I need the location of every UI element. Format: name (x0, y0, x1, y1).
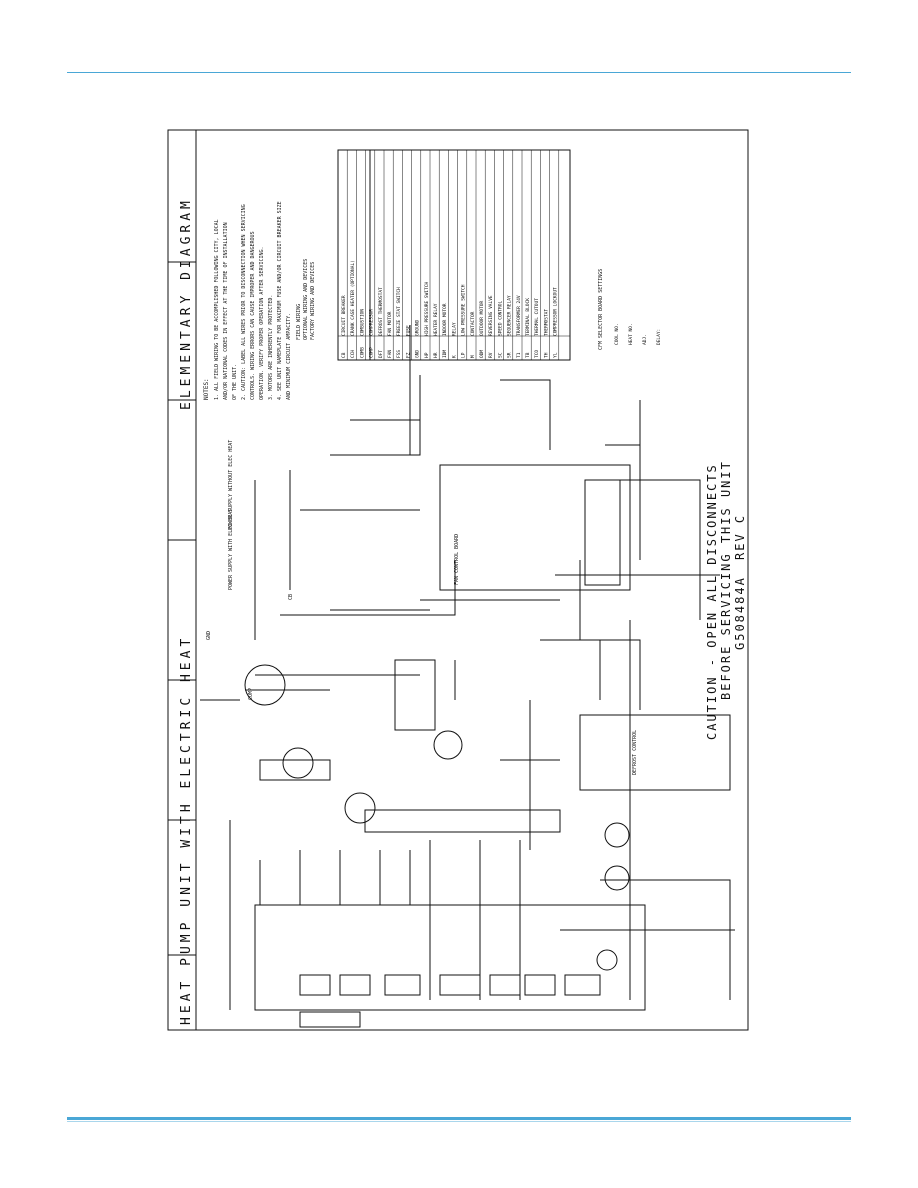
footer-rule-light (67, 1121, 851, 1122)
legend-description: COMPRESSOR (369, 309, 375, 336)
legend-code: FSS (396, 350, 402, 358)
diagram-border (167, 129, 749, 1031)
legend-description: THERMOSTAT (543, 309, 549, 336)
legend-code: IDM (442, 350, 448, 358)
legend-code: COMP (369, 347, 375, 358)
legend-code: CCH (350, 350, 356, 358)
legend-code: LP (461, 352, 467, 358)
legend-description: CONTACTOR (470, 311, 476, 336)
title-right: ELEMENTARY DIAGRAM (179, 197, 194, 410)
legend-description: CIRCUIT BREAKER (341, 295, 347, 336)
label-gnd: GND (206, 631, 212, 640)
note-line: OPERATION. VERIFY PROPER OPERATION AFTER… (259, 246, 265, 400)
note-line: 4. SEE UNIT NAMEPLATE FOR MAXIMUM FUSE A… (277, 201, 283, 400)
part-number: G508484A (733, 576, 747, 650)
legend-description: OUTDOOR MOTOR (479, 300, 485, 336)
legend-description: THERMAL CUTOUT (534, 298, 540, 336)
caution-line-2: BEFORE SERVICING THIS UNIT (719, 460, 733, 700)
legend-description: FUSE (405, 325, 411, 336)
legend-code: TCO (534, 350, 540, 358)
note-line: AND MINIMUM CIRCUIT AMPACITY. (286, 313, 292, 400)
legend-code: ODM (479, 350, 485, 358)
legend-code: GND (415, 350, 421, 358)
legend-description: SEQUENCER RELAY (507, 295, 513, 336)
legend-description: SPEED CONTROL (497, 300, 503, 336)
legend-table: CB CIRCUIT BREAKER CCH CRANK CASE HEATER (O… (341, 260, 559, 358)
label-cb: CB (288, 594, 294, 600)
legend-code: HP (424, 352, 430, 358)
legend-description: REVERSING VALVE (488, 295, 494, 336)
legend-description: COMBUSTION (359, 309, 365, 336)
caution-line-1: CAUTION - OPEN ALL DISCONNECTS (705, 463, 719, 740)
wiring-legend-line: FIELD WIRING (296, 304, 302, 340)
legend-description: GROUND (415, 319, 421, 336)
legend-code: FZ (405, 352, 411, 358)
note-line: CONTROLS. WIRING ERRORS CAN CAUSE IMPROP… (250, 231, 256, 400)
legend-description: TERMINAL BLOCK (525, 298, 531, 336)
legend-description: FAN MOTOR (387, 311, 393, 336)
footer-rule (67, 1117, 851, 1120)
legend-description: HIGH PRESSURE SWITCH (424, 282, 430, 336)
cfm-settings: COOL NO. HEAT NO. ADJ. DELAY: (614, 323, 662, 345)
title-left: HEAT PUMP UNIT WITH ELECTRIC HEAT (179, 635, 194, 1025)
legend-code: K (451, 355, 457, 358)
legend-code: DFT (378, 350, 384, 358)
legend-description: CRANK CASE HEATER (OPTIONAL) (350, 260, 356, 336)
header-rule (67, 72, 851, 73)
legend-description: COMPRESSOR LOCKOUT (553, 287, 559, 336)
legend-description: LOW PRESSURE SWITCH (461, 284, 467, 336)
legend-code: RV (488, 352, 494, 358)
cfm-title: CFM SELECTOR BOARD SETTINGS (598, 269, 604, 350)
note-line: OF THE UNIT. (232, 364, 238, 400)
note-line: 1. ALL FIELD WIRING TO BE ACCOMPLISHED F… (214, 219, 220, 400)
legend-description: FREEZE STAT SWITCH (396, 287, 402, 336)
notes-title: NOTES: (203, 378, 210, 400)
note-line: 3. MOTORS ARE INHERENTLY PROTECTED. (268, 295, 274, 400)
legend-code: CB (341, 352, 347, 358)
legend-description: DEFROST THERMOSTAT (378, 287, 384, 336)
legend-code: SC (497, 352, 503, 358)
wiring-legend-line: OPTIONAL WIRING AND DEVICES (303, 259, 309, 340)
legend-code: T1 (516, 352, 522, 358)
note-line: 2. CAUTION: LABEL ALL WIRES PRIOR TO DIS… (241, 204, 247, 400)
label-power-2: POWER SUPPLY WITHOUT ELEC HEAT (228, 440, 234, 530)
legend-description: TRANSFORMER 24V (516, 295, 522, 336)
cfm-row: DELAY: (656, 329, 662, 345)
label-comp: COMP (248, 688, 254, 700)
legend-code: COMB (359, 347, 365, 358)
cfm-row: HEAT NO. (628, 323, 634, 345)
label-fan-control: FAN CONTROL BOARD (454, 534, 460, 585)
legend-code: YL (553, 352, 559, 358)
label-defrost: DEFROST CONTROL (632, 730, 638, 775)
cfm-row: COOL NO. (614, 323, 620, 345)
cfm-row: ADJ. (642, 334, 648, 345)
revision: REV C (733, 514, 747, 560)
legend-code: M (470, 355, 476, 358)
legend-code: FAN (387, 350, 393, 358)
legend-code: TB (525, 352, 531, 358)
legend-description: HEATER RELAY (433, 303, 439, 336)
legend-code: HR (433, 352, 439, 358)
legend-code: TH (543, 352, 549, 358)
legend-description: RELAY (451, 322, 457, 336)
notes-block: 1. ALL FIELD WIRING TO BE ACCOMPLISHED F… (214, 201, 316, 400)
label-power-1: POWER SUPPLY WITH ELEC HEAT (228, 509, 234, 590)
note-line: AND/OR NATIONAL CODES IN EFFECT AT THE T… (223, 222, 229, 400)
wiring-legend-line: FACTORY WIRING AND DEVICES (310, 262, 316, 340)
legend-code: SR (507, 352, 513, 358)
legend-description: INDOOR MOTOR (442, 303, 448, 336)
